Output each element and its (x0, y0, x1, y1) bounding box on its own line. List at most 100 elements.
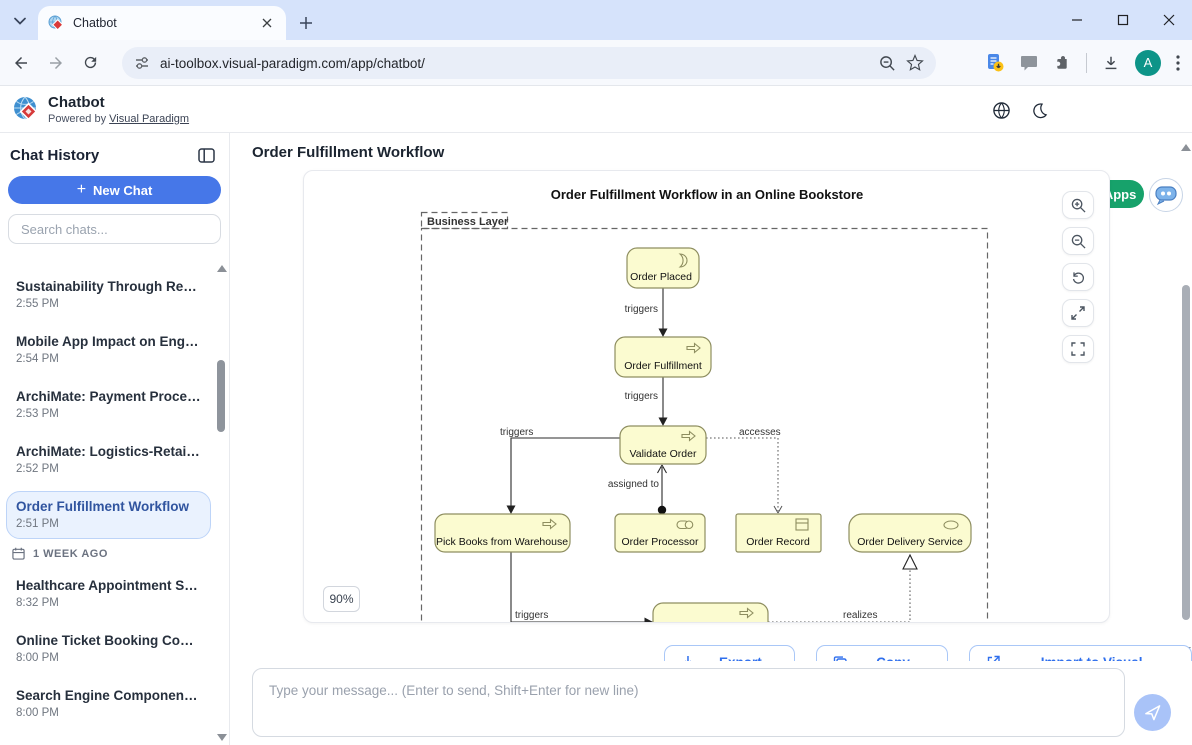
fullscreen-button[interactable] (1062, 335, 1094, 363)
forward-icon[interactable] (47, 54, 65, 72)
node-order-record[interactable]: Order Record (735, 513, 822, 553)
chat-time: 2:52 PM (16, 463, 59, 475)
chat-list: Sustainability Through Rene... 2:55 PM M… (0, 261, 215, 745)
chat-item[interactable]: Sustainability Through Rene... 2:55 PM (6, 271, 211, 319)
svg-text:Order Delivery Service: Order Delivery Service (857, 536, 963, 548)
app-header: Chatbot Powered by Visual Paradigm More … (0, 86, 1192, 212)
chat-item[interactable]: Search Engine Component D... 8:00 PM (6, 680, 211, 728)
address-bar[interactable]: ai-toolbox.visual-paradigm.com/app/chatb… (122, 47, 936, 79)
window-maximize-button[interactable] (1100, 0, 1146, 40)
app-title: Chatbot (48, 94, 105, 111)
browser-tab[interactable]: Chatbot (38, 6, 286, 40)
chat-item-selected[interactable]: Order Fulfillment Workflow 2:51 PM (6, 491, 211, 539)
relation-realizes: realizes (768, 553, 918, 622)
node-order-fulfillment[interactable]: Order Fulfillment (614, 336, 712, 378)
chatbot-avatar-icon[interactable] (1149, 178, 1183, 212)
site-settings-icon[interactable] (134, 55, 150, 71)
diagram-message-card: Order Fulfillment Workflow in an Online … (303, 170, 1110, 623)
chat-item[interactable]: ArchiMate: Payment Process ... 2:53 PM (6, 381, 211, 429)
search-chats-input[interactable] (8, 214, 221, 244)
tab-search-chevron-icon[interactable] (7, 8, 33, 33)
new-tab-button[interactable] (294, 11, 318, 35)
tab-close-icon[interactable] (258, 14, 276, 32)
page-scrollbar[interactable] (1180, 140, 1192, 658)
scroll-down-icon[interactable] (217, 734, 227, 741)
back-icon[interactable] (12, 54, 30, 72)
scrollbar-thumb[interactable] (217, 360, 225, 432)
reset-view-button[interactable] (1062, 263, 1094, 291)
chat-title: Online Ticket Booking Comp... (16, 633, 201, 648)
reading-list-extension-icon[interactable] (985, 53, 1005, 73)
node-validate-order[interactable]: Validate Order (619, 425, 707, 465)
url-text: ai-toolbox.visual-paradigm.com/app/chatb… (160, 55, 425, 71)
scroll-up-icon[interactable] (1181, 144, 1191, 151)
sidebar-scrollbar[interactable] (216, 263, 227, 743)
svg-text:Order Record: Order Record (746, 536, 810, 548)
chat-item[interactable]: ArchiMate: Logistics-Retail C... 2:52 PM (6, 436, 211, 484)
date-section-label: 1 WEEK AGO (12, 547, 211, 560)
chat-time: 8:00 PM (16, 707, 59, 719)
svg-text:triggers: triggers (625, 391, 658, 402)
svg-text:Order Fulfillment: Order Fulfillment (624, 360, 702, 372)
calendar-icon (12, 547, 25, 560)
business-process-icon (542, 518, 557, 530)
zoom-out-page-icon[interactable] (879, 55, 896, 72)
business-process-icon (681, 430, 696, 442)
chat-title: ArchiMate: Logistics-Retail C... (16, 444, 201, 459)
visual-paradigm-link[interactable]: Visual Paradigm (109, 113, 190, 125)
chat-item[interactable]: Online Ticket Booking Comp... 8:00 PM (6, 625, 211, 673)
zoom-out-button[interactable] (1062, 227, 1094, 255)
diagram-canvas[interactable]: Order Fulfillment Workflow in an Online … (418, 181, 996, 623)
zoom-in-button[interactable] (1062, 191, 1094, 219)
chat-item[interactable]: Healthcare Appointment Sys... 8:32 PM (6, 570, 211, 618)
node-order-placed[interactable]: Order Placed (626, 247, 700, 289)
business-service-icon (943, 520, 959, 530)
chat-time: 2:55 PM (16, 298, 59, 310)
chat-item[interactable]: Mobile App Impact on Enga... 2:54 PM (6, 326, 211, 374)
sidebar-title: Chat History (10, 147, 100, 164)
browser-menu-kebab-icon[interactable] (1176, 54, 1180, 71)
downloads-icon[interactable] (1102, 54, 1120, 72)
language-globe-icon[interactable] (990, 99, 1012, 121)
window-close-button[interactable] (1146, 0, 1192, 40)
expand-button[interactable] (1062, 299, 1094, 327)
node-pack-and-ship[interactable]: Pack and Ship Order (652, 602, 769, 623)
extensions-puzzle-icon[interactable] (1053, 54, 1071, 72)
bookmark-star-icon[interactable] (906, 54, 924, 72)
sidebar-collapse-icon[interactable] (198, 148, 215, 163)
diagram-toolbar (1062, 191, 1094, 363)
svg-text:triggers: triggers (625, 304, 658, 315)
comment-extension-icon[interactable] (1020, 54, 1038, 72)
chat-title: ArchiMate: Payment Process ... (16, 389, 201, 404)
visual-paradigm-logo (12, 95, 40, 123)
svg-text:realizes: realizes (843, 610, 877, 621)
chat-history-sidebar: Chat History + New Chat Sustainability T… (0, 133, 230, 745)
chat-title: Sustainability Through Rene... (16, 279, 201, 294)
chat-time: 8:32 PM (16, 597, 59, 609)
chat-time: 2:54 PM (16, 353, 59, 365)
send-button[interactable] (1134, 694, 1171, 731)
profile-avatar[interactable]: A (1135, 49, 1161, 76)
dark-mode-moon-icon[interactable] (1028, 99, 1050, 121)
node-order-processor[interactable]: Order Processor (614, 513, 706, 553)
chat-title: Healthcare Appointment Sys... (16, 578, 201, 593)
message-input[interactable] (252, 668, 1125, 737)
chat-title: Search Engine Component D... (16, 688, 201, 703)
node-order-delivery-service[interactable]: Order Delivery Service (848, 513, 972, 553)
archimate-diagram: Order Fulfillment Workflow in an Online … (420, 187, 989, 623)
svg-text:Validate Order: Validate Order (630, 448, 697, 460)
relation-assigned-to: assigned to (608, 464, 667, 515)
svg-text:accesses: accesses (739, 427, 781, 438)
new-chat-button[interactable]: + New Chat (8, 176, 221, 204)
window-minimize-button[interactable] (1054, 0, 1100, 40)
toolbar-separator (1086, 52, 1087, 73)
chat-title: Order Fulfillment Workflow (16, 499, 190, 514)
chat-input-section (231, 661, 1192, 745)
node-pick-books[interactable]: Pick Books from Warehouse (434, 513, 571, 553)
powered-by-text: Powered by Visual Paradigm (48, 113, 190, 125)
scroll-up-icon[interactable] (217, 265, 227, 272)
reload-icon[interactable] (82, 54, 99, 71)
scrollbar-thumb[interactable] (1182, 285, 1190, 620)
browser-toolbar: ai-toolbox.visual-paradigm.com/app/chatb… (0, 40, 1192, 86)
svg-text:Order Placed: Order Placed (630, 271, 692, 283)
